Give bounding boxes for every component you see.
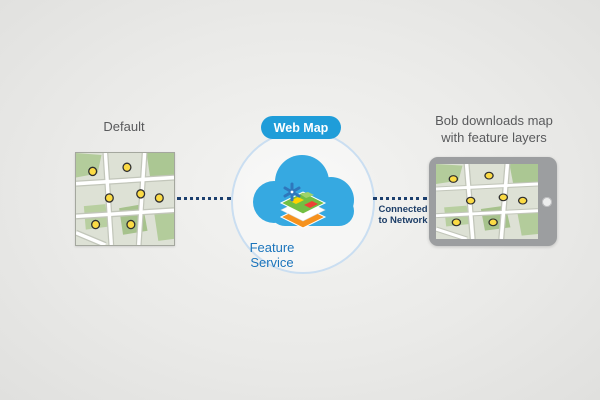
default-map-label: Default [103, 119, 145, 134]
feature-service-label: Feature Service [232, 240, 312, 270]
tablet-home-button [542, 196, 552, 207]
connected-line2: to Network [378, 215, 428, 226]
connector-dotted-left [177, 197, 231, 200]
tablet-map-image [436, 164, 538, 239]
tablet-map-screen [436, 164, 538, 239]
bob-downloads-line1: Bob downloads map [435, 113, 553, 128]
bob-downloads-label: Bob downloads map with feature layers [418, 112, 570, 146]
web-map-badge: Web Map [261, 116, 341, 139]
feature-service-line1: Feature [249, 240, 295, 255]
default-map-thumbnail [75, 152, 175, 246]
map-image [76, 153, 174, 245]
feature-service-line2: Service [250, 255, 294, 270]
connected-to-network-label: Connected to Network [374, 204, 432, 226]
connected-line1: Connected [378, 204, 428, 215]
tablet-device [429, 157, 557, 246]
bob-downloads-line2: with feature layers [441, 130, 547, 145]
connector-dotted-right [373, 197, 427, 200]
feature-layers-icon [279, 182, 327, 229]
